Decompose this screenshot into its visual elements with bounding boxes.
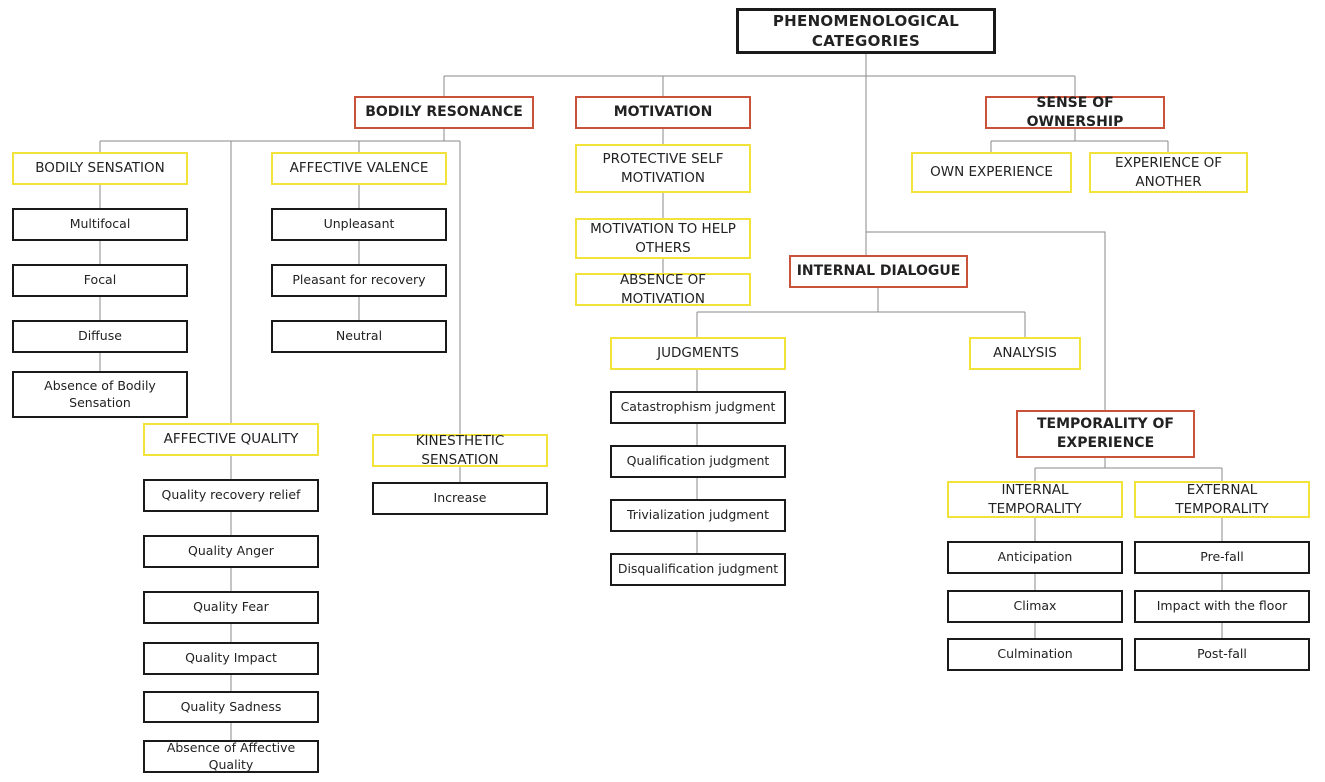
leaf-quality-sadness: Quality Sadness [143,691,319,723]
subcategory-judgments: JUDGMENTS [610,337,786,370]
subcategory-protective-self-motivation: PROTECTIVE SELF MOTIVATION [575,144,751,193]
leaf-unpleasant: Unpleasant [271,208,447,241]
leaf-absence-of-affective-quality: Absence of Affective Quality [143,740,319,773]
leaf-climax: Climax [947,590,1123,623]
leaf-catastrophism-judgment: Catastrophism judgment [610,391,786,424]
leaf-disqualification-judgment: Disqualification judgment [610,553,786,586]
leaf-diffuse: Diffuse [12,320,188,353]
category-bodily-resonance: BODILY RESONANCE [354,96,534,129]
subcategory-absence-of-motivation: ABSENCE OF MOTIVATION [575,272,751,307]
category-sense-of-ownership: SENSE OF OWNERSHIP [985,95,1165,130]
subcategory-internal-temporality: INTERNAL TEMPORALITY [947,481,1123,518]
subcategory-own-experience: OWN EXPERIENCE [911,152,1072,193]
leaf-neutral: Neutral [271,320,447,353]
subcategory-analysis: ANALYSIS [969,337,1081,370]
category-temporality-of-experience: TEMPORALITY OF EXPERIENCE [1016,410,1195,458]
leaf-qualification-judgment: Qualification judgment [610,445,786,478]
subcategory-experience-of-another: EXPERIENCE OF ANOTHER [1089,152,1248,193]
leaf-anticipation: Anticipation [947,541,1123,574]
category-motivation: MOTIVATION [575,96,751,129]
subcategory-affective-valence: AFFECTIVE VALENCE [271,152,447,185]
leaf-pleasant-for-recovery: Pleasant for recovery [271,264,447,297]
root-node-phenomenological-categories: PHENOMENOLOGICAL CATEGORIES [736,8,996,54]
leaf-impact-with-the-floor: Impact with the floor [1134,590,1310,623]
leaf-focal: Focal [12,264,188,297]
leaf-quality-fear: Quality Fear [143,591,319,624]
subcategory-external-temporality: EXTERNAL TEMPORALITY [1134,481,1310,518]
leaf-post-fall: Post-fall [1134,638,1310,671]
subcategory-motivation-to-help-others: MOTIVATION TO HELP OTHERS [575,218,751,259]
leaf-pre-fall: Pre-fall [1134,541,1310,574]
leaf-culmination: Culmination [947,638,1123,671]
subcategory-bodily-sensation: BODILY SENSATION [12,152,188,185]
leaf-quality-impact: Quality Impact [143,642,319,675]
subcategory-kinesthetic-sensation: KINESTHETIC SENSATION [372,433,548,468]
leaf-trivialization-judgment: Trivialization judgment [610,499,786,532]
leaf-quality-recovery-relief: Quality recovery relief [143,479,319,512]
leaf-multifocal: Multifocal [12,208,188,241]
leaf-absence-of-bodily-sensation: Absence of Bodily Sensation [12,371,188,418]
subcategory-affective-quality: AFFECTIVE QUALITY [143,423,319,456]
leaf-quality-anger: Quality Anger [143,535,319,568]
category-internal-dialogue: INTERNAL DIALOGUE [789,255,968,288]
leaf-increase: Increase [372,482,548,515]
